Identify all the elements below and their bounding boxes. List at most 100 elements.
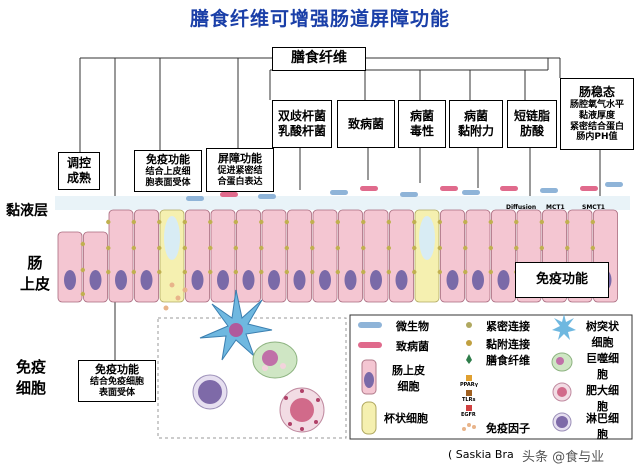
junction [539,219,544,225]
page-title: 膳食纤维可增强肠道屏障功能 [189,8,450,30]
junction [386,245,391,251]
junction [259,245,264,251]
mucus-layer [55,196,630,210]
junction [284,219,289,225]
homeostasis-line: 黏液厚度 [578,110,615,121]
label-line: 免疫 [16,358,47,376]
mucin-granules [164,216,180,260]
legend-line: 胞 [597,428,608,441]
epithelial-cell [465,209,491,303]
factor-box-probiotics: 双歧杆菌乳酸杆菌 [272,100,332,148]
cell-nucleus [395,270,408,290]
junction [488,245,493,251]
factor-line: 病菌 [463,109,488,123]
pathogen-icon [220,192,238,197]
junction [131,245,136,251]
microbe-icon [462,190,480,195]
cell-nucleus [370,270,382,290]
regulate-maturation-box: 调控成熟 [58,152,100,190]
cell-nucleus [242,270,255,290]
junction [386,269,391,275]
junction [157,269,162,275]
legend-dendritic: 树突状 细胞 [586,318,619,350]
label-line: 上皮 [20,275,51,293]
microbe-icon [400,192,418,197]
mucin-granules [419,216,435,260]
box-line: 结合免疫细胞 [89,377,144,388]
legend-adherens-junction: 黏附连接 [486,338,530,351]
pathogen-icon [440,186,458,191]
cell-nucleus [472,270,484,290]
microbe-icon [540,188,558,193]
factor-box-scfa: 短链脂肪酸 [507,100,557,148]
cell-nucleus [268,270,280,290]
box-line: 促进紧密结 [217,166,263,177]
factor-box-pathogen: 致病菌 [337,100,395,148]
box-line: 结合上皮细 [145,167,191,178]
junction [514,219,519,225]
legend-line: 树突状 [586,320,619,333]
legend-line: 细胞 [397,380,420,393]
junction [361,219,366,225]
homeostasis-line: 肠腔氧气水平 [569,99,624,110]
lymphocyte-icon [192,374,228,410]
cell-nucleus [115,270,127,290]
epithelial-cell [134,209,159,303]
cell-nucleus [497,270,510,290]
epithelial-cell [363,209,389,303]
transporter-smct1: SMCT1 [582,204,605,211]
junction [106,219,111,225]
box-line: 成熟 [66,171,91,185]
cell-nucleus [89,270,102,290]
junction [310,219,315,225]
legend-lymph: 淋巴细 胞 [586,410,619,442]
junction [233,219,238,225]
legend-pathogen: 致病菌 [396,340,429,353]
cell-nucleus [293,270,306,290]
citation: ( Saskia Bra [448,448,514,461]
epithelial-cell [83,231,108,303]
homeostasis-box: 肠稳态 肠腔氧气水平 黏液厚度 紧密结合蛋白 肠内PH值 [560,78,634,150]
box-title: 免疫功能 [95,363,139,377]
cell-nucleus [217,270,229,290]
junction [259,269,264,275]
legend-macrophage: 巨噬细 胞 [586,350,619,382]
junction [233,269,238,275]
cell-nucleus [344,270,357,290]
junction [182,269,187,275]
factor-line: 肪酸 [519,124,544,138]
junction [361,269,366,275]
immune-cells-label: 免疫 细胞 [16,356,46,398]
watermark: 头条 @食与业 [522,446,605,465]
legend-ppar: PPARγ [460,382,478,388]
junction [335,219,340,225]
immune-function-box-bottom: 免疫功能 结合免疫细胞 表面受体 [78,360,156,402]
legend-line: 胞 [597,368,608,381]
junction [514,245,519,251]
legend-line: 肥大细 [586,384,619,397]
junction [131,219,136,225]
junction [590,245,595,251]
mucus-layer-label: 黏液层 [6,203,48,219]
legend-line: 淋巴细 [586,412,619,425]
microbe-icon [330,190,348,195]
junction [80,267,86,273]
junction [233,245,238,251]
junction [437,219,442,225]
factor-box-toxicity: 病菌毒性 [398,100,446,148]
legend-epithelial: 肠上皮 细胞 [392,362,425,394]
microbe-icon [258,194,276,199]
legend-mast: 肥大细 胞 [586,382,619,414]
epithelial-cell [108,209,134,303]
legend-icons [358,314,576,435]
epithelial-cell [491,209,516,303]
junction [80,241,86,247]
junction [131,269,136,275]
legend-microbe: 微生物 [396,320,429,333]
junction [208,269,213,275]
junction [539,245,544,251]
junction [106,245,111,251]
immune-function-box-top: 免疫功能 结合上皮细 胞表面受体 [134,150,202,192]
junction [80,291,86,297]
epithelial-cell [261,209,287,303]
